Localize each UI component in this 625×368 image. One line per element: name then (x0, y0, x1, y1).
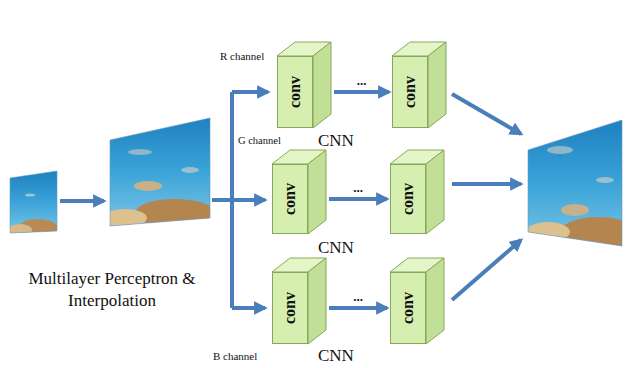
text-label: R channel (220, 50, 264, 62)
flow-arrow (329, 306, 387, 310)
text-label: CNN (318, 346, 354, 366)
box-side-face (428, 42, 446, 128)
flow-arrow (329, 197, 387, 201)
text-label: CNN (318, 238, 354, 258)
layer-label: conv (399, 183, 417, 215)
layer-label: conv (281, 292, 299, 324)
text-label: G channel (238, 135, 281, 146)
upscaled-image (103, 115, 215, 227)
conv-block: conv (390, 164, 426, 234)
text-label: B channel (213, 350, 257, 362)
layer-label: conv (286, 76, 304, 108)
conv-block: conv (390, 272, 426, 344)
conv-block: conv (277, 56, 313, 128)
conv-block: conv (272, 164, 308, 234)
text-label: Multilayer Perceptron & Interpolation (22, 268, 202, 312)
conv-block: conv (392, 56, 428, 128)
conv-block: conv (272, 272, 308, 344)
box-side-face (426, 150, 444, 234)
box-side-face (308, 258, 326, 344)
edge-label: ... (351, 291, 365, 303)
edge-label: ... (355, 75, 369, 87)
layer-label: conv (401, 76, 419, 108)
box-side-face (308, 150, 326, 234)
input-image (8, 170, 58, 237)
layer-label: conv (399, 292, 417, 324)
box-side-face (426, 258, 444, 344)
flow-arrow (334, 90, 389, 94)
box-side-face (313, 42, 331, 128)
layer-label: conv (281, 183, 299, 215)
box-faces (272, 42, 446, 344)
output-image (526, 118, 625, 253)
edge-label: ... (351, 182, 365, 194)
text-label: CNN (318, 131, 354, 151)
